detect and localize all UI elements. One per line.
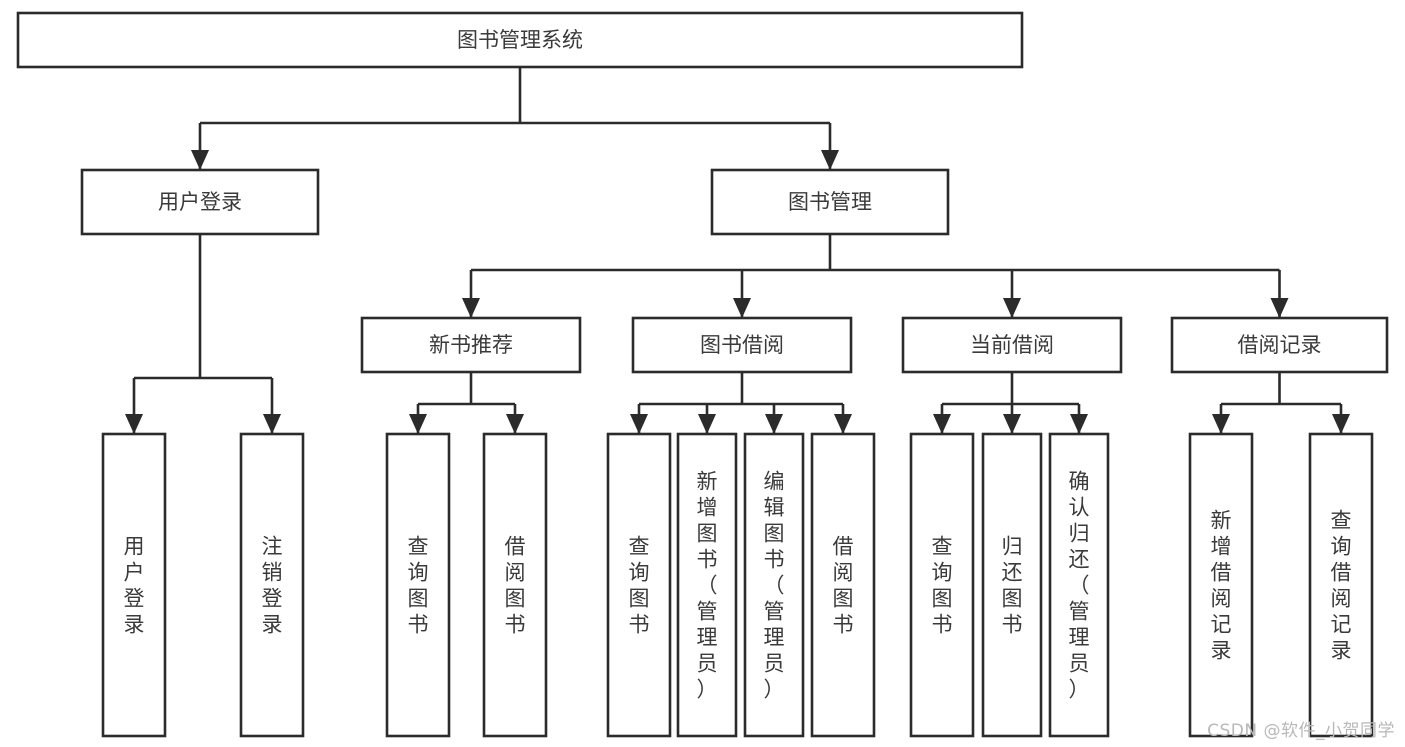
node-box [631, 316, 853, 374]
node-label: 查询借阅记录 [1331, 508, 1352, 662]
node-box [743, 432, 805, 738]
connector-arrowhead [1070, 414, 1088, 434]
node-box [16, 11, 1024, 69]
connector-arrowhead [733, 298, 751, 318]
connector-arrowhead [933, 414, 951, 434]
connector-arrowhead [1212, 414, 1230, 434]
node-图书管理系统[interactable]: 图书管理系统 [16, 11, 1024, 69]
node-label: 新增借阅记录 [1211, 508, 1232, 662]
nodes-layer: 图书管理系统用户登录用户登录注销登录图书管理新书推荐查询图书借阅图书图书借阅查询… [16, 11, 1389, 738]
node-查询借阅记录[interactable]: 查询借阅记录 [1308, 432, 1374, 738]
node-当前借阅[interactable]: 当前借阅 [901, 316, 1123, 374]
node-label: 新书推荐 [429, 333, 513, 357]
node-box [710, 168, 950, 236]
node-label: 编辑图书（管理员） [764, 469, 785, 701]
node-label: 借阅记录 [1238, 333, 1322, 357]
connector-arrowhead [191, 150, 209, 170]
node-box [80, 168, 320, 236]
node-图书借阅[interactable]: 图书借阅 [631, 316, 853, 374]
node-查询图书[interactable]: 查询图书 [606, 432, 672, 738]
node-归还图书[interactable]: 归还图书 [981, 432, 1043, 738]
node-box [101, 432, 167, 738]
connector-arrowhead [1332, 414, 1350, 434]
node-box [1170, 316, 1389, 374]
node-label: 用户登录 [124, 534, 145, 636]
node-box [909, 432, 975, 738]
node-编辑图书管理员[interactable]: 编辑图书（管理员） [743, 432, 805, 738]
node-box [239, 432, 305, 738]
node-借阅图书[interactable]: 借阅图书 [482, 432, 548, 738]
node-box [981, 432, 1043, 738]
node-box [1048, 432, 1110, 738]
node-box [1188, 432, 1254, 738]
connector-arrowhead [821, 150, 839, 170]
node-注销登录[interactable]: 注销登录 [239, 432, 305, 738]
node-box [360, 316, 582, 374]
connector-arrowhead [1003, 298, 1021, 318]
node-label: 图书管理 [788, 190, 872, 214]
node-借阅记录[interactable]: 借阅记录 [1170, 316, 1389, 374]
node-用户登录[interactable]: 用户登录 [101, 432, 167, 738]
connector-arrowhead [263, 414, 281, 434]
node-label: 注销登录 [262, 534, 283, 636]
node-label: 借阅图书 [505, 534, 526, 636]
connector-arrowhead [125, 414, 143, 434]
node-label: 图书管理系统 [457, 28, 583, 52]
node-box [385, 432, 451, 738]
node-box [606, 432, 672, 738]
connector-arrowhead [1270, 298, 1289, 318]
connector-arrowhead [409, 414, 427, 434]
node-label: 查询图书 [629, 534, 650, 636]
node-label: 借阅图书 [833, 534, 854, 636]
node-查询图书[interactable]: 查询图书 [909, 432, 975, 738]
node-label: 查询图书 [932, 534, 953, 636]
node-查询图书[interactable]: 查询图书 [385, 432, 451, 738]
node-label: 归还图书 [1002, 534, 1023, 636]
connector-arrowhead [834, 414, 852, 434]
connector-arrowhead [765, 414, 783, 434]
node-label: 确认归还（管理员） [1069, 469, 1090, 701]
node-新增借阅记录[interactable]: 新增借阅记录 [1188, 432, 1254, 738]
connectors-layer [125, 67, 1350, 434]
node-用户登录[interactable]: 用户登录 [80, 168, 320, 236]
node-新增图书管理员[interactable]: 新增图书（管理员） [676, 432, 738, 738]
node-box [482, 432, 548, 738]
node-label: 用户登录 [158, 190, 242, 214]
node-label: 当前借阅 [970, 333, 1054, 357]
connector-arrowhead [698, 414, 716, 434]
node-借阅图书[interactable]: 借阅图书 [810, 432, 876, 738]
node-box [676, 432, 738, 738]
node-label: 新增图书（管理员） [697, 469, 718, 701]
node-新书推荐[interactable]: 新书推荐 [360, 316, 582, 374]
node-box [901, 316, 1123, 374]
connector-arrowhead [630, 414, 648, 434]
connector-arrowhead [462, 298, 480, 318]
node-label: 查询图书 [408, 534, 429, 636]
connector-arrowhead [506, 414, 524, 434]
node-box [810, 432, 876, 738]
node-label: 图书借阅 [700, 333, 784, 357]
connector-arrowhead [1003, 414, 1021, 434]
node-图书管理[interactable]: 图书管理 [710, 168, 950, 236]
node-box [1308, 432, 1374, 738]
node-确认归还管理员[interactable]: 确认归还（管理员） [1048, 432, 1110, 738]
